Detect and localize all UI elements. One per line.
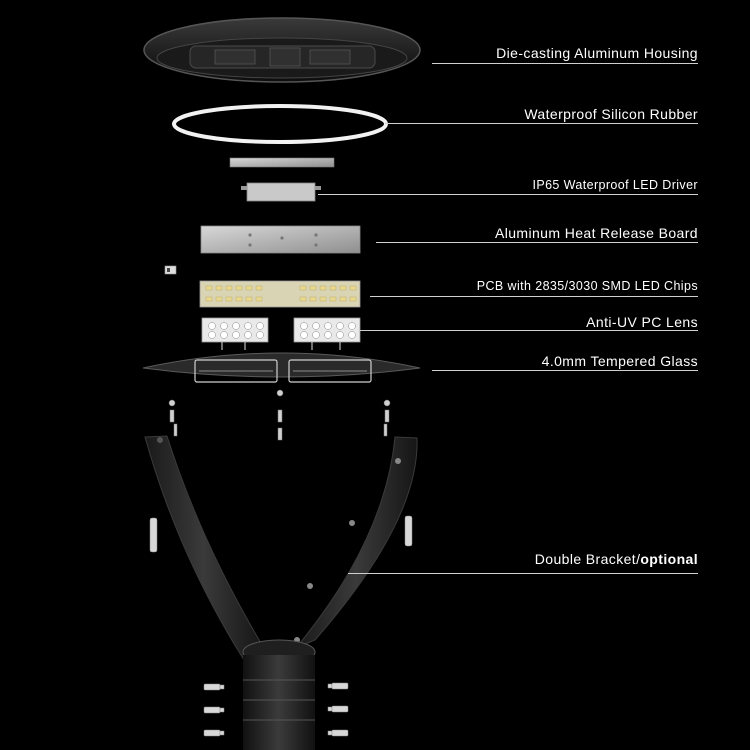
label-glass: 4.0mm Tempered Glass <box>541 353 698 369</box>
pcb-part <box>199 280 361 308</box>
bottom-bolts <box>203 682 349 737</box>
leader-rubber <box>385 123 698 124</box>
clip-part <box>164 265 177 275</box>
label-rubber: Waterproof Silicon Rubber <box>524 106 698 122</box>
leader-bracket <box>348 573 698 574</box>
heat-board-part <box>200 225 361 254</box>
label-bracket-text: Double Bracket/ <box>534 551 641 567</box>
side-pins <box>149 515 413 553</box>
leader-housing <box>432 63 698 64</box>
bracket-part <box>144 435 418 665</box>
screws-top <box>168 389 391 441</box>
label-lens: Anti-UV PC Lens <box>586 314 698 330</box>
driver-part <box>229 157 335 202</box>
glass-part <box>142 352 421 383</box>
housing-part <box>143 17 421 83</box>
leader-lens <box>360 330 698 331</box>
leader-glass <box>432 370 698 371</box>
leader-driver <box>318 194 698 195</box>
lens-part <box>201 317 361 350</box>
rubber-ring-part <box>172 104 388 144</box>
label-housing: Die-casting Aluminum Housing <box>496 45 698 61</box>
leader-pcb <box>370 296 698 297</box>
label-bracket: Double Bracket/optional <box>535 551 698 567</box>
label-bracket-optional: optional <box>640 551 698 567</box>
label-heat-board: Aluminum Heat Release Board <box>494 225 698 241</box>
label-pcb: PCB with 2835/3030 SMD LED Chips <box>476 279 698 293</box>
label-driver: IP65 Waterproof LED Driver <box>532 178 698 192</box>
pole-part <box>243 655 315 750</box>
leader-heat-board <box>376 242 698 243</box>
